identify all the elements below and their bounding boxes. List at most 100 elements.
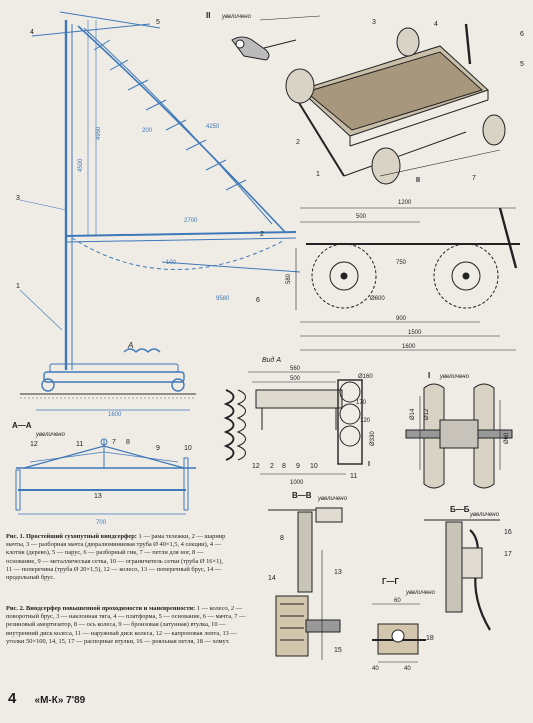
journal-issue: «М-К» 7'89 <box>34 695 86 706</box>
dim-900: 900 <box>396 316 407 322</box>
fig1-callout-13: 13 <box>94 493 102 500</box>
fig2-callout-16: 16 <box>504 529 512 536</box>
page-folio: 4 «М-К» 7'89 <box>8 690 85 707</box>
fig2-section-vv-enlarged: увеличено <box>317 496 348 502</box>
dim-560: 560 <box>290 366 301 372</box>
dim-120: 120 <box>360 418 371 424</box>
fig2-callout-10: 10 <box>310 463 318 470</box>
dim-12: Ø12 <box>424 408 430 420</box>
dim-750: 750 <box>396 260 407 266</box>
fig2-section-g-g <box>372 603 426 663</box>
dim-4950: 4950 <box>96 126 102 140</box>
fig2-perspective-view <box>285 23 506 185</box>
fig2-section-bb-enlarged: увеличено <box>469 512 500 518</box>
fig1-enlarged-label: увеличено <box>35 432 66 438</box>
fig1-callout-10: 10 <box>184 445 192 452</box>
fig1-callout-7: 7 <box>112 439 116 446</box>
dim-60-I: Ø60 <box>504 432 510 444</box>
fig1-callout-4: 4 <box>30 29 34 36</box>
fig2-callout-3: 3 <box>372 19 376 26</box>
fig2-vv-callout-8: 8 <box>280 535 284 542</box>
caption-fig2: Рис. 2. Виндсерфер повышенной проходимос… <box>6 605 252 646</box>
dim-4250: 4250 <box>206 124 220 130</box>
fig2-view-a <box>223 371 363 475</box>
fig1-callout-8: 8 <box>126 439 130 446</box>
fig1-callout-6: 6 <box>256 297 260 304</box>
dim-100: 100 <box>166 260 177 266</box>
fig2-callout-7: 7 <box>472 175 476 182</box>
caption-fig2-title: Рис. 2. Виндсерфер повышенной проходимос… <box>6 605 196 612</box>
fig2-callout-I: I <box>368 461 370 468</box>
fig1-labels: 4 5 4500 4950 200 4250 2700 100 9580 3 1… <box>12 19 264 526</box>
dim-4500: 4500 <box>78 158 84 172</box>
fig2-labels: II увеличено 3 4 6 5 2 1 II 7 1200 500 5… <box>206 11 524 672</box>
fig2-callout-2: 2 <box>296 139 300 146</box>
dim-40b: 40 <box>404 666 411 672</box>
fig2-callout-11: 11 <box>350 473 357 480</box>
fig2-callout-15: 15 <box>334 647 342 654</box>
dim-40a: 40 <box>372 666 379 672</box>
fig2-section-vv-title: В—В <box>292 491 312 500</box>
fig2-section-gg-title: Г—Г <box>382 577 400 586</box>
fig2-callout-17: 17 <box>504 551 512 558</box>
dim-60-gg: 60 <box>394 598 401 604</box>
fig2-callout-8: 8 <box>282 463 286 470</box>
page-number: 4 <box>8 690 17 707</box>
dim-500: 500 <box>356 214 367 220</box>
dim-1200: 1200 <box>398 200 412 206</box>
fig2-callout-18: 18 <box>426 635 434 642</box>
fig1-sail-side-view <box>19 11 301 411</box>
fig2-section-b-b <box>424 519 500 631</box>
fig2-section-I-enlarged: увеличено <box>439 374 470 380</box>
dim-160: Ø160 <box>358 374 373 380</box>
fig2-callout-II: II <box>416 177 420 184</box>
fig2-callout-12: 12 <box>252 463 260 470</box>
fig2-callout-5: 5 <box>520 61 524 68</box>
fig2-viewa-callout-2: 2 <box>270 463 274 470</box>
fig2-section-I <box>405 383 513 489</box>
fig1-callout-3: 3 <box>16 195 20 202</box>
dim-1000: 1000 <box>290 480 304 486</box>
fig1-callout-9: 9 <box>156 445 160 452</box>
dim-2700: 2700 <box>184 218 198 224</box>
fig1-callout-12: 12 <box>30 441 38 448</box>
fig2-callout-1: 1 <box>316 171 320 178</box>
dim-200: 200 <box>142 128 153 134</box>
fig1-callout-11: 11 <box>76 441 83 448</box>
fig1-section-a-a <box>15 438 196 515</box>
fig1-callout-1: 1 <box>16 283 20 290</box>
fig2-view-II-detail <box>231 15 321 61</box>
fig2-section-I-title: I <box>428 371 430 380</box>
fig2-section-v-v <box>268 507 343 660</box>
dim-500-viewa: 500 <box>290 376 301 382</box>
fig2-callout-9: 9 <box>296 463 300 470</box>
dim-170: 170 <box>356 400 367 406</box>
dim-14: Ø14 <box>410 408 416 420</box>
dim-580: 580 <box>286 273 292 284</box>
caption-fig1-body: 1 — рама тележки, 2 — шарнир мачты, 3 — … <box>6 533 226 582</box>
dim-600: Ø600 <box>370 296 385 302</box>
caption-fig2-body: 1 — колесо, 2 — поворотный брус, 3 — нак… <box>6 605 246 645</box>
fig1-section-label: А—А <box>12 421 32 430</box>
fig2-side-view <box>295 207 520 351</box>
fig2-view-a-title: Вид А <box>262 356 281 364</box>
fig1-callout-2: 2 <box>260 231 264 238</box>
caption-fig1: Рис. 1. Простейший сухопутный виндсерфер… <box>6 533 226 582</box>
fig2-callout-13: 13 <box>334 569 342 576</box>
dim-1600-fig2: 1600 <box>402 344 416 350</box>
fig2-callout-14: 14 <box>268 575 276 582</box>
fig1-callout-5: 5 <box>156 19 160 26</box>
fig1-view-a-arrow: A <box>127 341 133 350</box>
fig2-callout-4: 4 <box>434 21 438 28</box>
fig2-section-gg-enlarged: увеличено <box>405 590 436 596</box>
dim-9580: 9580 <box>216 296 230 302</box>
fig2-section-bb-title: Б—Б <box>450 505 470 514</box>
fig2-callout-6: 6 <box>520 31 524 38</box>
dim-1500: 1500 <box>408 330 422 336</box>
dim-330: Ø330 <box>370 431 376 446</box>
fig2-view-II-enlarged: увеличено <box>221 14 252 20</box>
dim-700: 700 <box>96 520 107 526</box>
fig2-view-II-title: II <box>206 11 210 20</box>
